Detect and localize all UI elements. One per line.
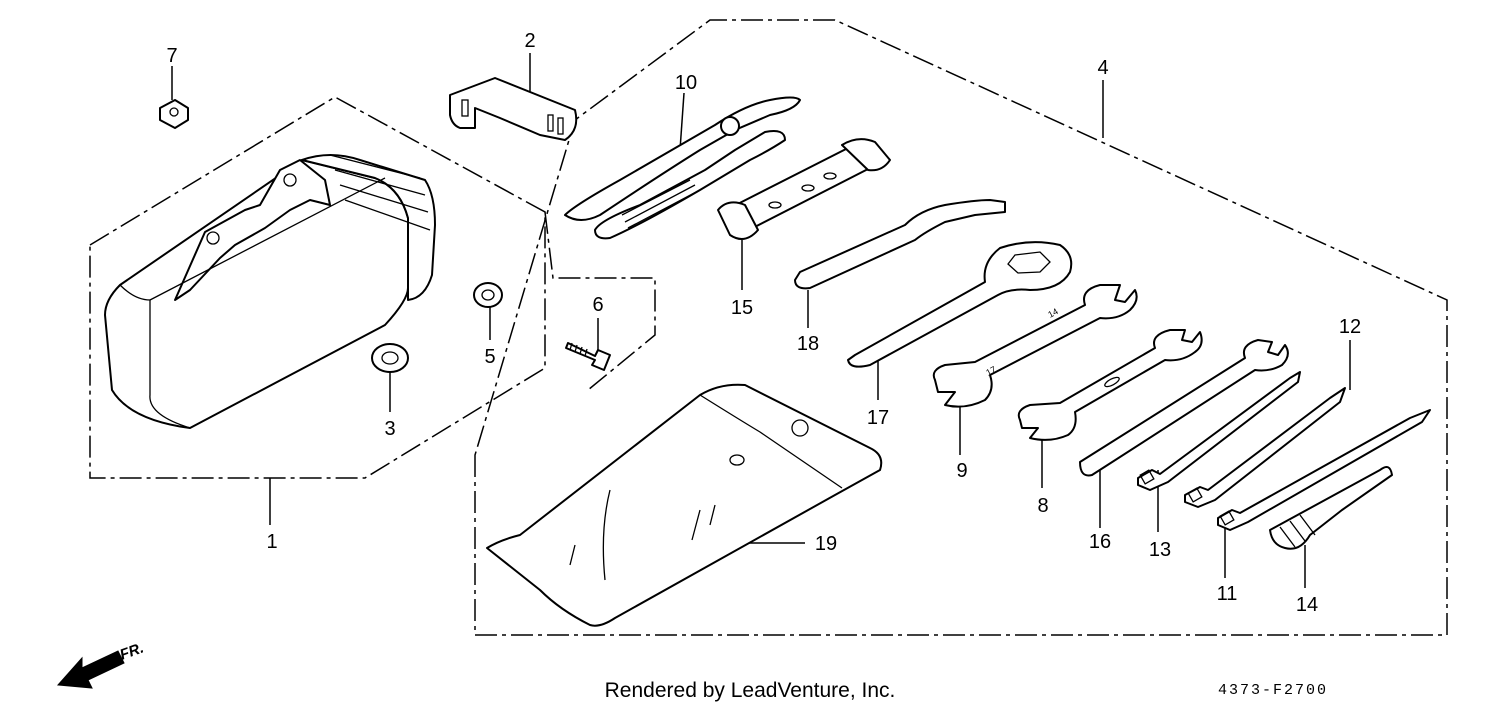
callout-2: 2 xyxy=(524,30,535,52)
ring-spanner-part xyxy=(847,241,1073,368)
group-outline-bracket-bolt xyxy=(544,211,656,391)
screwdriver-blade-part-12 xyxy=(1184,387,1346,508)
diagram-code: 4373-F2700 xyxy=(1218,682,1328,699)
callout-11: 11 xyxy=(1217,583,1238,605)
tool-bag-part xyxy=(104,154,436,429)
screwdriver-blade-part-13 xyxy=(1137,371,1301,491)
nut-part-7 xyxy=(159,99,189,129)
pin-spanner-part xyxy=(794,199,1006,290)
bolt-part-6 xyxy=(565,342,611,371)
group-outline-tool-bag xyxy=(89,96,546,479)
callout-16: 16 xyxy=(1089,531,1111,553)
callout-10: 10 xyxy=(675,72,697,94)
callout-14: 14 xyxy=(1296,594,1318,616)
grommet-part-5 xyxy=(473,282,503,308)
svg-text:14: 14 xyxy=(1046,306,1060,320)
callout-18: 18 xyxy=(797,333,819,355)
callout-numbers: 1 2 3 4 5 6 7 8 9 10 11 12 13 14 15 16 1… xyxy=(166,30,1361,616)
callout-1: 1 xyxy=(266,531,277,553)
svg-text:17: 17 xyxy=(984,364,998,378)
front-direction-indicator: FR. xyxy=(56,640,147,689)
callout-6: 6 xyxy=(592,294,603,316)
callout-15: 15 xyxy=(731,297,753,319)
front-label: FR. xyxy=(118,640,147,664)
callout-9: 9 xyxy=(956,460,967,482)
box-wrench-part xyxy=(717,138,891,240)
render-credit: Rendered by LeadVenture, Inc. xyxy=(605,679,896,702)
grommet-part-3 xyxy=(371,343,409,373)
open-wrench-part-9: 14 17 xyxy=(932,284,1138,408)
screwdriver-blade-part-11 xyxy=(1217,409,1431,531)
group-outline-tool-kit xyxy=(474,19,1448,636)
callout-4: 4 xyxy=(1097,57,1108,79)
callout-13: 13 xyxy=(1149,539,1171,561)
callout-19: 19 xyxy=(815,533,837,555)
callout-3: 3 xyxy=(384,418,395,440)
callout-5: 5 xyxy=(484,346,495,368)
wrench-handle-part xyxy=(1079,339,1289,477)
callout-8: 8 xyxy=(1037,495,1048,517)
pliers-part xyxy=(564,96,801,240)
front-arrow-icon xyxy=(56,650,125,689)
tool-pouch-part xyxy=(486,383,883,627)
bracket-part xyxy=(449,77,578,141)
screwdriver-handle-part xyxy=(1269,465,1393,550)
callout-17: 17 xyxy=(867,407,889,429)
open-wrench-part-8 xyxy=(1017,329,1203,441)
callout-12: 12 xyxy=(1339,316,1361,338)
callout-7: 7 xyxy=(166,45,177,67)
